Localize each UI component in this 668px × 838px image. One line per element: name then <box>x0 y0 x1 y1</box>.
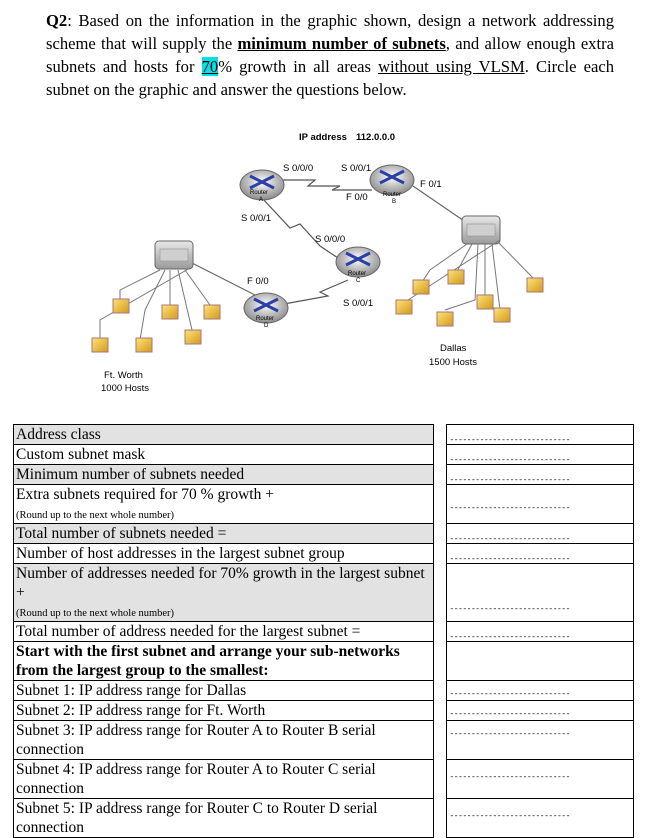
ftworth-name: Ft. Worth <box>104 370 143 381</box>
router-a <box>239 169 285 201</box>
answer-field[interactable]: ---------------------------- <box>446 424 634 445</box>
ip-address-value: 112.0.0.0 <box>356 132 395 143</box>
row-label-with-note: Extra subnets required for 70 % growth +… <box>12 484 435 524</box>
if-a-s001: S 0/0/1 <box>241 213 271 224</box>
row-label: Subnet 2: IP address range for Ft. Worth <box>12 700 435 721</box>
if-b-s001: S 0/0/1 <box>341 163 371 174</box>
row-label: Subnet 4: IP address range for Router A … <box>12 759 435 799</box>
table-row: Subnet 3: IP address range for Router A … <box>12 720 634 760</box>
if-c-s001: S 0/0/1 <box>343 298 373 309</box>
serial-link-a-b <box>283 179 372 191</box>
dallas-hosts-count: 1500 Hosts <box>429 357 477 368</box>
dallas-switch <box>461 215 501 245</box>
link-d-switch <box>189 261 256 296</box>
answer-field[interactable]: ---------------------------- <box>446 798 634 838</box>
router-c <box>335 246 381 278</box>
answer-field[interactable]: ---------------------------- <box>446 484 634 524</box>
router-d-letter: D <box>264 323 269 329</box>
dallas-cabling <box>404 239 536 311</box>
answer-field[interactable]: ---------------------------- <box>446 720 634 760</box>
row-label: Total number of address needed for the l… <box>12 621 435 642</box>
ip-address-label: IP address <box>299 132 347 143</box>
answer-field[interactable]: ---------------------------- <box>446 680 634 701</box>
question-part-3: % growth in all areas <box>218 57 379 76</box>
table-row: Address class --------------------------… <box>12 424 634 445</box>
router-c-letter: C <box>356 278 361 284</box>
no-vlsm-emphasis: without using VLSM <box>378 57 525 76</box>
minimum-subnets-emphasis: minimum number of subnets <box>237 34 446 53</box>
router-a-letter: A <box>259 197 263 203</box>
growth-percent-highlight: 70 <box>201 57 219 76</box>
answer-field[interactable]: ---------------------------- <box>446 543 634 564</box>
answer-field[interactable]: ---------------------------- <box>446 523 634 544</box>
ftworth-cabling <box>99 267 211 341</box>
router-b-letter: B <box>392 199 396 205</box>
table-row: Total number of subnets needed = -------… <box>12 523 634 544</box>
ftworth-hosts-count: 1000 Hosts <box>101 383 149 394</box>
if-b-f00: F 0/0 <box>346 192 368 203</box>
router-b-label: Router <box>383 192 401 198</box>
serial-link-a-c <box>261 197 339 259</box>
answer-field[interactable]: ---------------------------- <box>446 621 634 642</box>
answer-field[interactable]: ---------------------------- <box>446 700 634 721</box>
table-row: Total number of address needed for the l… <box>12 621 634 642</box>
serial-link-c-d <box>283 279 349 305</box>
dallas-hosts <box>395 269 544 327</box>
table-row: Subnet 5: IP address range for Router C … <box>12 798 634 838</box>
ftworth-hosts <box>91 298 221 353</box>
answer-field[interactable]: ---------------------------- <box>446 444 634 465</box>
table-row: Subnet 4: IP address range for Router A … <box>12 759 634 799</box>
row-label: Subnet 3: IP address range for Router A … <box>12 720 435 760</box>
if-a-s000: S 0/0/0 <box>283 163 313 174</box>
question-part-4: . Circle each subnet on the graphic and … <box>46 57 614 99</box>
question-label: Q2 <box>46 11 68 30</box>
dallas-name: Dallas <box>440 343 467 354</box>
router-a-label: Router <box>250 190 268 196</box>
router-c-label: Router <box>348 271 366 277</box>
router-b <box>369 164 415 196</box>
question-part-1: : Based on the information in the graphi… <box>46 11 614 53</box>
if-b-f01: F 0/1 <box>420 179 442 190</box>
row-label: Subnet 1: IP address range for Dallas <box>12 680 435 701</box>
question-part-2: , and allow enough extra subnets and hos… <box>46 34 614 76</box>
question-text: Q2: Based on the information in the grap… <box>46 9 614 101</box>
row-label: Address class <box>12 424 435 445</box>
table-row: Extra subnets required for 70 % growth +… <box>12 484 634 524</box>
link-b-switch <box>412 185 471 226</box>
row-label: Total number of subnets needed = <box>12 523 435 544</box>
answer-table: Address class --------------------------… <box>12 424 634 838</box>
row-label-with-note: Number of addresses needed for 70% growt… <box>12 563 435 622</box>
table-row: Subnet 2: IP address range for Ft. Worth… <box>12 700 634 721</box>
answer-field[interactable]: ---------------------------- <box>446 563 634 622</box>
row-label: Custom subnet mask <box>12 444 435 465</box>
if-d-f00: F 0/0 <box>247 276 269 287</box>
table-row: Minimum number of subnets needed -------… <box>12 464 634 485</box>
row-label: Minimum number of subnets needed <box>12 464 435 485</box>
router-d-label: Router <box>256 316 274 322</box>
router-d <box>243 292 289 324</box>
row-label: Subnet 5: IP address range for Router C … <box>12 798 435 838</box>
answer-field[interactable]: ---------------------------- <box>446 759 634 799</box>
ftworth-switch <box>154 240 194 270</box>
if-c-s000: S 0/0/0 <box>315 234 345 245</box>
row-label: Number of host addresses in the largest … <box>12 543 435 564</box>
table-row: Number of addresses needed for 70% growt… <box>12 563 634 622</box>
answer-field[interactable]: ---------------------------- <box>446 464 634 485</box>
instruction-label: Start with the first subnet and arrange … <box>12 641 435 681</box>
table-row: Subnet 1: IP address range for Dallas --… <box>12 680 634 701</box>
table-row: Start with the first subnet and arrange … <box>12 641 634 681</box>
network-diagram: IP address 112.0.0.0 <box>91 132 544 394</box>
